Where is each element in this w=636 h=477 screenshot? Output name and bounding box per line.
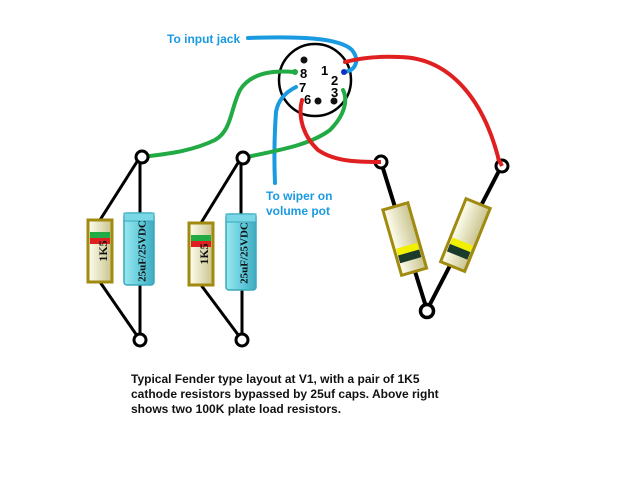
pin-label-7: 7 [299,80,306,95]
band-red [191,241,211,247]
terminal-top [134,149,150,165]
terminal-bottom [132,332,148,348]
caption-line-3: shows two 100K plate load resistors. [131,402,342,416]
lead [199,284,244,341]
terminal-top [235,150,251,166]
cathode-stage-1 [86,149,155,348]
pin-label-2: 2 [331,73,338,88]
socket-outline [277,42,353,118]
socket-pin-5 [314,97,322,105]
plate-load-resistors [373,154,510,320]
resistor-label-1: 1K5 [96,240,110,261]
wire-green-pin8 [140,69,296,159]
socket-pin-4 [330,97,338,105]
plate-resistor-2 [438,196,493,274]
wire-green-pin3 [240,88,348,160]
band-green [191,235,211,241]
label-wiper-line1: To wiper on [266,189,333,203]
pin-label-1: 1 [321,63,328,78]
lead [98,156,142,221]
lead [98,281,142,341]
band-green [90,232,110,238]
resistor-body [86,218,114,284]
caption: Typical Fender type layout at V1, with a… [131,372,471,417]
terminal-junction [418,302,436,320]
plate-resistor-1 [381,200,429,278]
resistor-body [187,221,215,287]
pin-label-8: 8 [300,66,307,81]
caption-line-1: Typical Fender type layout at V1, with a… [131,372,420,386]
cathode-stage-2 [187,150,257,348]
pin-2-dot [341,69,347,75]
terminal-bottom [234,332,250,348]
pin-8-dot [292,69,298,75]
caption-line-2: cathode resistors bypassed by 25uf caps.… [131,387,439,401]
wire-input-jack [246,35,359,74]
label-wiper-line2: volume pot [266,204,331,218]
socket-pin-9 [300,56,308,64]
cap-label-1: 25uF/25VDC [137,220,149,282]
band-red [90,238,110,244]
label-input-jack: To input jack [167,32,241,46]
pin-label-6: 6 [304,92,311,107]
wire-red-pin6 [298,98,382,164]
wire-red-pin1 [343,54,502,167]
tube-socket [277,42,353,118]
cap-label-2: 25uF/25VDC [239,222,251,284]
pin-label-3: 3 [331,85,338,100]
capacitor-cap [225,213,257,223]
wire-wiper [272,85,298,185]
resistor-label-2: 1K5 [197,243,211,264]
lead [199,157,243,224]
capacitor-cap [123,212,155,222]
wire-red-end [496,157,504,167]
